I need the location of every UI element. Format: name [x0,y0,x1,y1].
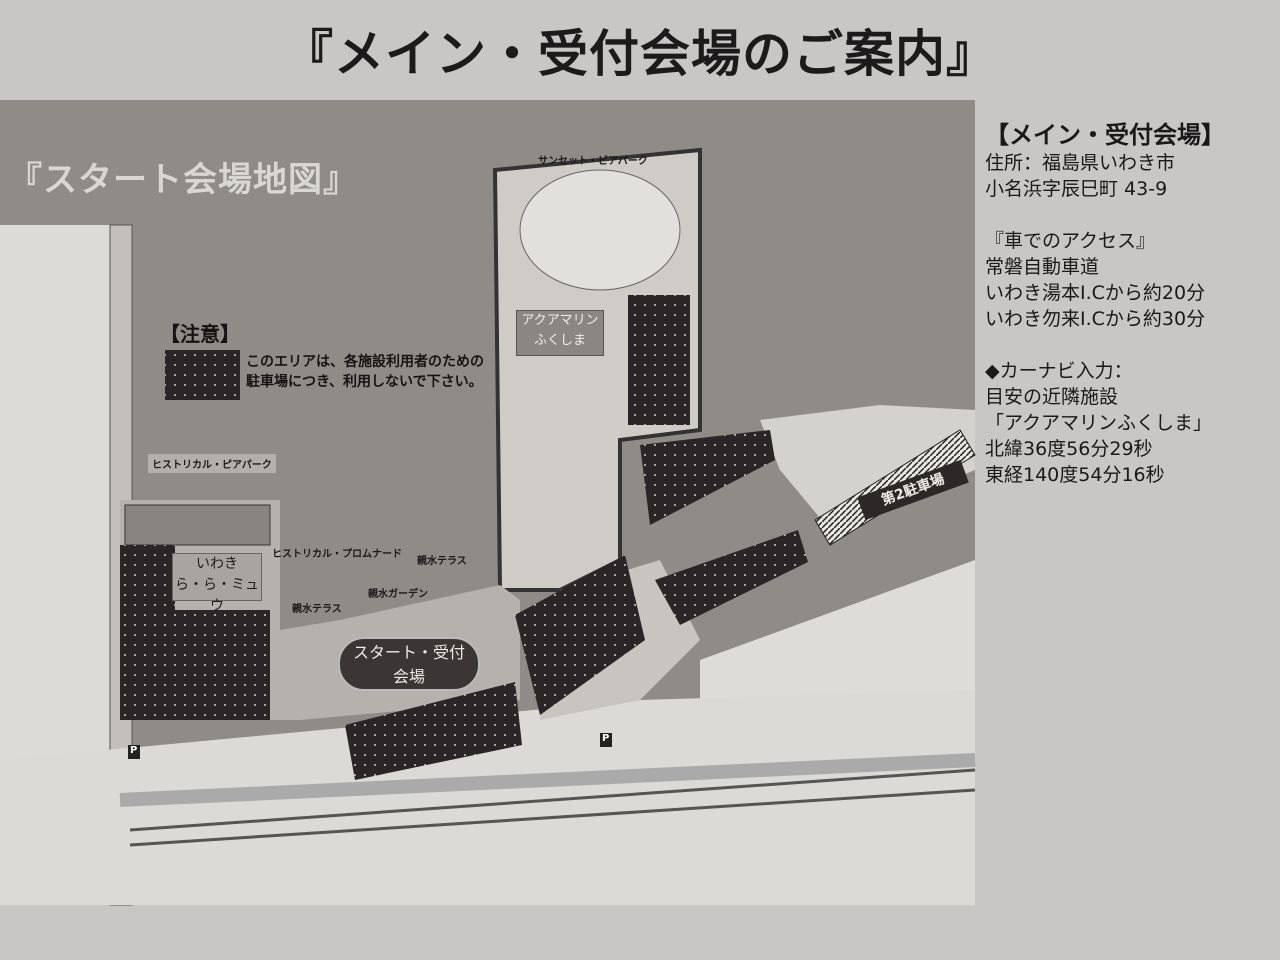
address-line-1: 住所：福島県いわき市 [985,152,1176,174]
page-title: 『メイン・受付会場のご案内』 [283,25,997,83]
land-east-upper [760,405,975,530]
historical-pier-park [124,504,271,546]
map-title: 『スタート会場地図』 [8,160,358,200]
pier-garden [519,169,681,291]
access-heading: 『車でのアクセス』 [985,230,1156,252]
land-south [0,690,975,905]
label-shinsui-terrace-2: 親水テラス [292,604,342,615]
parking-area-6 [345,682,522,780]
parking-symbol-label-2: P [602,733,610,744]
start-line-1: スタート・受付 [352,643,465,662]
parking-area-3 [640,430,775,525]
lalamew-line-2: ら・ら・ミュウ [175,577,259,614]
lalamew-line-1: いわき [196,556,238,572]
notice-parking-swatch [165,350,240,400]
label-shinsui-terrace-1: 親水テラス [417,556,467,567]
highway: 常磐自動車道 [985,256,1100,278]
longitude: 東経140度54分16秒 [985,464,1165,486]
latitude: 北緯36度56分29秒 [985,438,1153,460]
parking-area-4 [655,530,808,625]
navi-heading: ◆カーナビ入力： [985,360,1133,382]
venue-info-panel: 【メイン・受付会場】 住所：福島県いわき市 小名浜字辰巳町 43-9 『車でのア… [985,122,1225,488]
parking-area-5 [515,555,645,715]
railway [129,768,976,847]
parking-symbol-label-1: P [130,745,138,756]
lalamew-label: いわき ら・ら・ミュウ [172,553,262,614]
notice-text: このエリアは、各施設利用者のための 駐車場につき、利用しないで下さい。 [246,352,484,392]
address-line-2: 小名浜字辰巳町 43-9 [985,178,1168,200]
parking-symbol-2 [600,733,612,747]
notice-line-2: 駐車場につき、利用しないで下さい。 [246,374,483,390]
aquamarine-fukushima-label: アクアマリン ふくしま [516,310,604,356]
route-1: いわき湯本I.Cから約20分 [985,282,1206,304]
info-heading: 【メイン・受付会場】 [985,121,1225,149]
label-historical-promenade: ヒストリカル・プロムナード [272,549,402,560]
label-sunset-pier-park: サンセット・ピアパーク [538,156,648,167]
navi-landmark-label: 目安の近隣施設 [985,386,1119,408]
parking-area-1 [120,545,270,720]
notice-line-1: このエリアは、各施設利用者のための [246,354,484,370]
start-reception-venue: スタート・受付 会場 [338,637,480,691]
start-line-2: 会場 [392,667,425,686]
aquamarine-line-1: アクアマリン [521,313,599,328]
label-shinsui-garden: 親水ガーデン [368,589,428,600]
parking-area-2 [628,295,690,425]
navi-landmark: 「アクアマリンふくしま」 [985,412,1213,434]
notice-heading: 【注意】 [160,322,240,346]
road-main [119,753,976,807]
route-2: いわき勿来I.Cから約30分 [985,308,1206,330]
parking-symbol-1 [128,745,140,759]
label-historical-pier-park: ヒストリカル・ピアパーク [148,454,276,473]
aquamarine-line-2: ふくしま [533,333,586,348]
